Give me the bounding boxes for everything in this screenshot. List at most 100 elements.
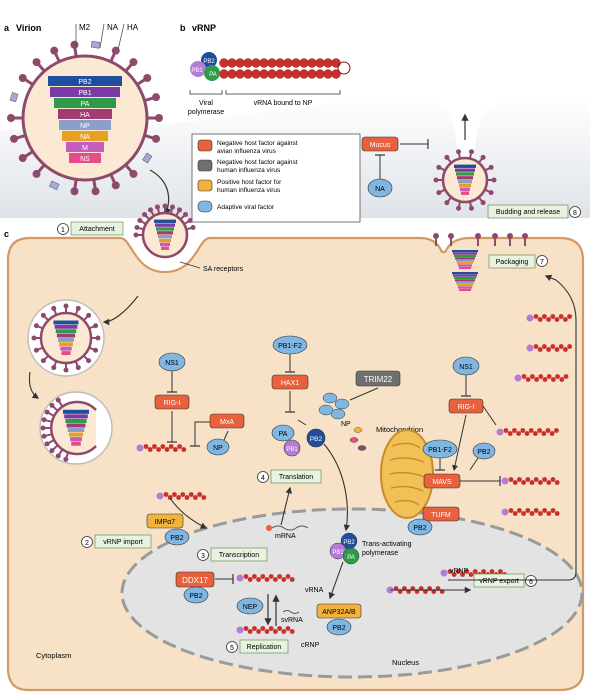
strand-fusion-release — [136, 444, 187, 452]
strand-bead — [247, 629, 253, 634]
strand-nuclear-vrna — [236, 574, 295, 582]
strand-bead — [545, 428, 551, 433]
strand-bead — [489, 569, 495, 574]
strand-bead — [289, 629, 295, 634]
trans-activating-polymerase: PB2 PB1 PA Trans-activating polymerase — [328, 532, 412, 600]
mini-segment — [66, 423, 86, 428]
strand-bead — [554, 347, 560, 352]
np-trim-label: NP — [341, 421, 351, 428]
strand-bead — [281, 577, 287, 582]
strand-bead — [468, 572, 474, 577]
strand-polymerase — [526, 314, 534, 322]
strand-bead — [537, 317, 543, 322]
mini-spike-head — [141, 211, 147, 217]
mini-spike-head — [444, 200, 450, 206]
strand-bead — [264, 577, 270, 582]
pb2-ddx-ellipse — [183, 586, 209, 604]
na-spike-head — [49, 180, 60, 191]
ddx17-group: DDX17 PB2 — [175, 571, 234, 604]
mini-spike-head — [456, 149, 462, 155]
step-5-box — [239, 639, 289, 654]
segment-bar-m — [66, 142, 104, 152]
segment-label-na: NA — [80, 134, 90, 141]
strand-bead — [512, 480, 518, 485]
step-4-label: Translation — [279, 474, 313, 481]
segment-bar-ha — [58, 109, 112, 119]
attaching-virion: SA receptors — [133, 203, 244, 273]
endosome-early-segments — [53, 320, 79, 355]
pb2-cyto-label: PB2 — [310, 436, 323, 443]
strand-right-1 — [526, 314, 572, 322]
np-bead — [251, 58, 261, 68]
packaging-row — [455, 279, 475, 282]
segment-bar-pa — [54, 98, 116, 108]
mini-spike-head — [190, 224, 196, 230]
mini-segment — [156, 227, 174, 231]
packaging-row — [456, 259, 474, 262]
np-loop — [337, 61, 351, 75]
hax1-to-pa-arrow — [297, 419, 307, 426]
mxa-inhibit — [194, 421, 210, 446]
strand-bead — [550, 314, 556, 319]
packaging-row — [453, 274, 477, 277]
np-bead — [275, 58, 285, 68]
segment-label-ns: NS — [80, 156, 90, 163]
strand-bead — [537, 347, 543, 352]
np-mxa-ellipse — [206, 438, 230, 456]
packaging-row — [459, 266, 471, 269]
right-innate-factors: NS1 RIG-I PB1-F2 PB2 MAVS TUFM PB2 — [407, 356, 501, 536]
ha-spike-head — [18, 154, 27, 163]
mini-segment — [70, 437, 82, 442]
ns1-left-label: NS1 — [165, 360, 179, 367]
step-8-label: Budding and release — [496, 209, 560, 216]
np-trim-cluster — [318, 392, 350, 420]
mrna-group: mRNA — [266, 486, 309, 540]
mrna-strand — [271, 525, 309, 531]
mini-segment — [67, 428, 85, 433]
membrane-spike-head — [448, 233, 454, 239]
strand-bead — [546, 511, 552, 516]
ha-spike-head — [129, 169, 138, 178]
step-1-box — [70, 221, 124, 236]
rigi-right-to-mavs — [452, 414, 467, 472]
step-6-number: 6 — [529, 579, 533, 586]
endosome-fusion-segments — [63, 409, 89, 446]
mini-spike-head — [187, 218, 193, 223]
arrow-virion-to-cell — [149, 169, 172, 216]
segment-label-pb1: PB1 — [78, 90, 91, 97]
mini-spike-head — [51, 365, 57, 371]
membrane-spike-head — [507, 233, 513, 239]
ha-spike-head — [50, 46, 59, 55]
np-bead — [259, 69, 269, 79]
vrnp-pb2-subunit — [201, 52, 217, 68]
mini-segment — [60, 346, 72, 351]
segment-label-pb2: PB2 — [78, 79, 91, 86]
mini-segment — [157, 231, 173, 235]
pb2-imp-label: PB2 — [170, 535, 183, 542]
vrnp-pb1-label: PB1 — [191, 68, 203, 74]
strand-bead — [289, 577, 295, 582]
nep-label: NEP — [243, 604, 258, 611]
vrna-label: vRNA — [305, 587, 324, 594]
strand-polymerase — [501, 508, 509, 516]
strand-bead — [268, 626, 274, 631]
arrow-endosome-to-fusion — [28, 371, 40, 399]
membrane-spike-head — [475, 233, 481, 239]
pol-to-anp-arrow — [328, 561, 344, 600]
strand-bead — [525, 377, 531, 382]
ha-spike-head — [7, 114, 15, 122]
translated-proteins — [349, 427, 367, 451]
mini-spike-head — [41, 433, 47, 439]
strand-bead — [247, 577, 253, 582]
strand-bead — [147, 447, 153, 452]
step-2-vrnp-import: 2 vRNP import — [81, 534, 152, 549]
na-label: NA — [375, 186, 385, 193]
strand-bead — [472, 569, 478, 574]
mini-spike-head — [436, 164, 442, 170]
mitochondrion-label: Mitochondrion — [376, 425, 423, 434]
strand-bead — [542, 508, 547, 513]
strand-bead — [546, 480, 552, 485]
na-pointer — [99, 23, 105, 49]
